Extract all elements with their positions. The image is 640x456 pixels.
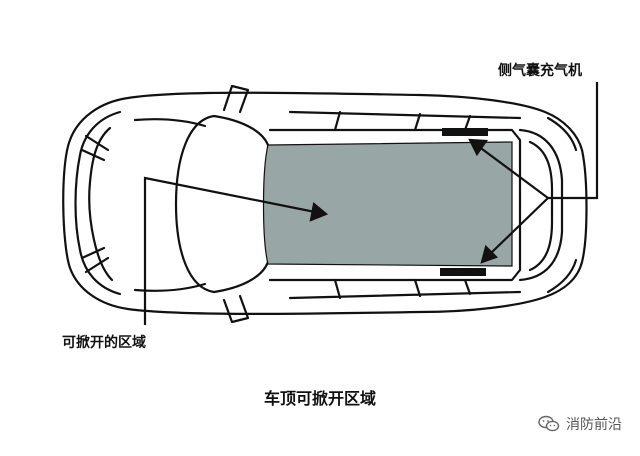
windshield [174,114,270,294]
headlight-right [80,246,110,274]
rear-window-inner [528,140,554,272]
side-mirror-bottom [222,294,250,324]
airbag-inflator-top [442,128,488,136]
watermark: 消防前沿 [538,414,622,434]
airbag-inflator-label: 侧气囊充气机 [498,63,582,79]
door-line-bottom [288,278,522,300]
front-bumper-inner-line [88,126,114,282]
hood-crease-top [133,118,207,128]
hood-gap [135,82,155,92]
cuttable-area-label: 可掀开的区域 [62,335,146,351]
watermark-text: 消防前沿 [566,417,622,433]
door-line-top [288,110,522,132]
rear-window [518,128,564,282]
leader-line-cut-area [143,176,316,325]
arrowhead-cut-area [309,201,329,222]
arrow-line-airbag-top [477,145,549,199]
leader-line-airbag [548,82,599,200]
headlight-left [80,134,110,162]
arrow-line-airbag-bottom [489,197,549,255]
airbag-inflator-bottom [440,268,486,276]
roof-cuttable-area [262,141,513,267]
diagram-caption: 车顶可掀开区域 [263,389,376,408]
side-mirror-top [222,84,250,114]
arrowhead-airbag-bottom [480,244,499,264]
tail-light-bottom [546,258,578,294]
front-bumper-line [74,110,122,296]
tail-light-top [546,116,578,152]
wechat-icon [538,415,560,432]
arrowhead-airbag-top [468,138,489,157]
car-body-outline [62,91,588,315]
